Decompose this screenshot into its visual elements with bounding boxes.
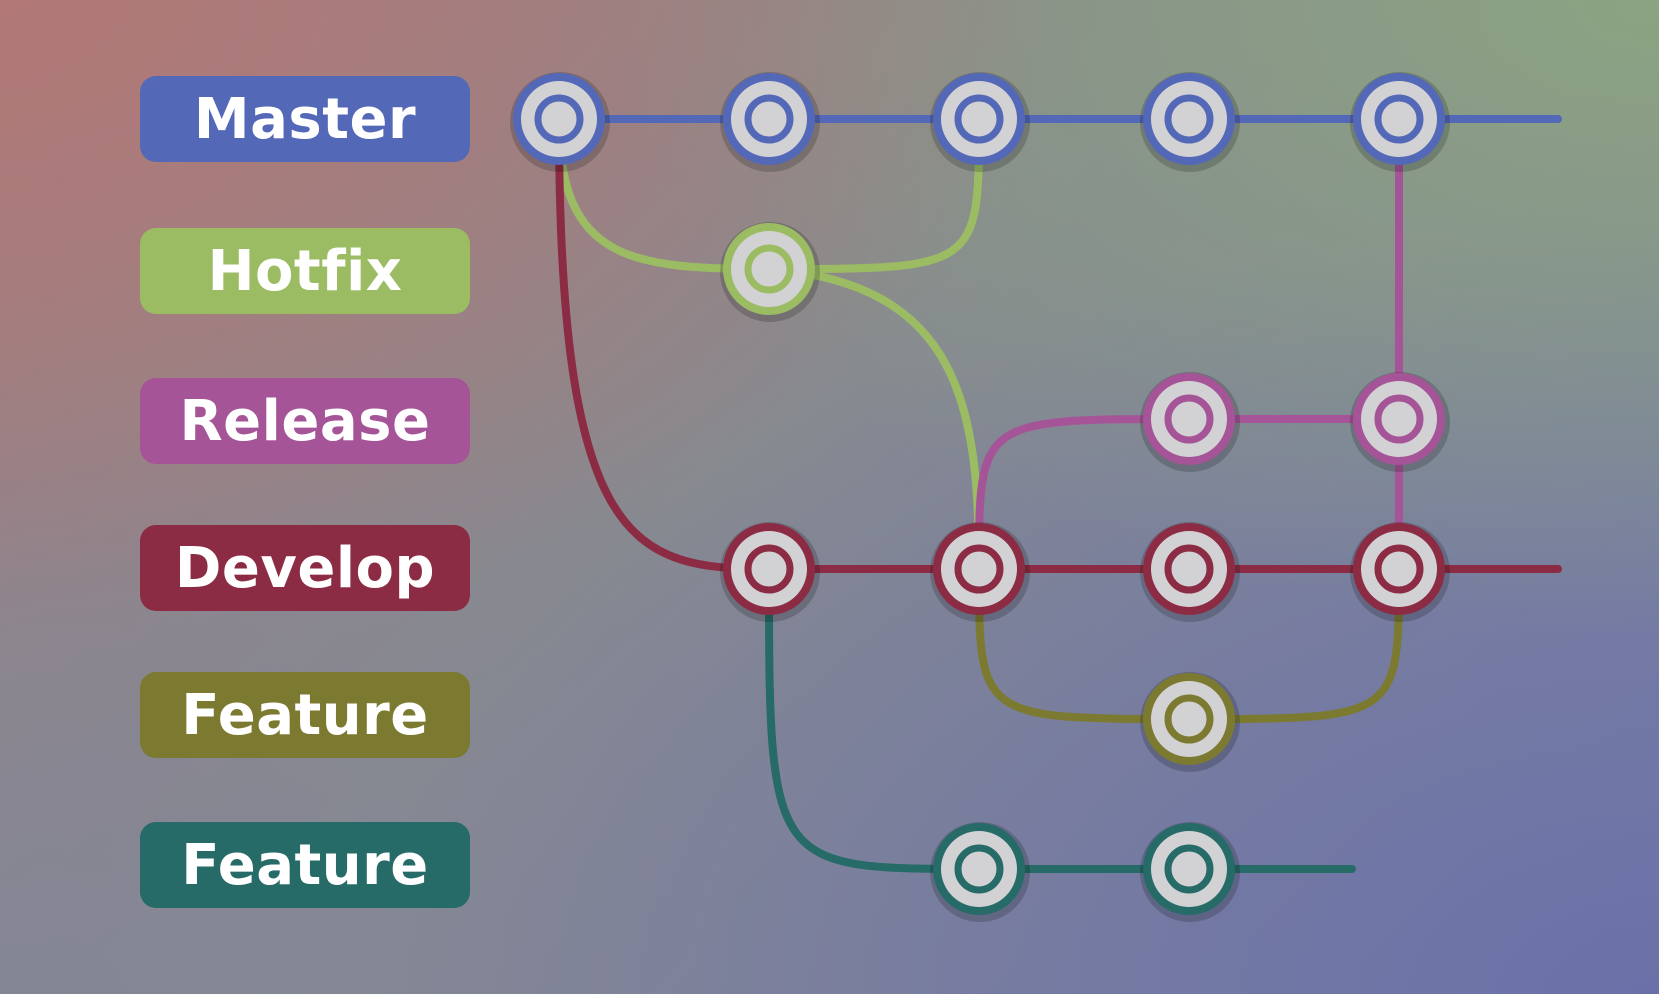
branch-line-layer bbox=[555, 115, 1562, 873]
label-hotfix: Hotfix bbox=[140, 228, 470, 314]
commit-disc bbox=[731, 81, 807, 157]
commit-disc bbox=[1151, 381, 1227, 457]
commit-node-g2 bbox=[1140, 822, 1240, 922]
commit-inner-ring bbox=[954, 844, 1004, 894]
commit-inner-ring bbox=[1374, 94, 1424, 144]
commit-inner-ring bbox=[1164, 94, 1214, 144]
commit-disc bbox=[1151, 681, 1227, 757]
label-master: Master bbox=[140, 76, 470, 162]
connection-d2-r1 bbox=[975, 415, 1193, 573]
commit-node-h1 bbox=[720, 222, 820, 322]
commit-node-d2 bbox=[930, 522, 1030, 622]
commit-inner-ring bbox=[1164, 694, 1214, 744]
commit-node-d3 bbox=[1140, 522, 1240, 622]
connection-h1-m3 bbox=[765, 115, 983, 273]
commit-disc bbox=[1361, 381, 1437, 457]
commit-disc bbox=[731, 231, 807, 307]
commit-disc bbox=[1361, 531, 1437, 607]
commit-node-m2 bbox=[720, 72, 820, 172]
connection-h1-d2 bbox=[765, 265, 983, 573]
commit-node-d4 bbox=[1350, 522, 1450, 622]
commit-node-r1 bbox=[1140, 372, 1240, 472]
commit-inner-ring bbox=[1164, 544, 1214, 594]
commit-node-f1 bbox=[1140, 672, 1240, 772]
connection-layer bbox=[555, 115, 1403, 873]
commit-inner-ring bbox=[1164, 394, 1214, 444]
commit-disc bbox=[1361, 81, 1437, 157]
label-release: Release bbox=[140, 378, 470, 464]
commit-disc bbox=[941, 831, 1017, 907]
commit-disc bbox=[941, 531, 1017, 607]
commit-layer bbox=[510, 72, 1450, 922]
commit-inner-ring bbox=[954, 544, 1004, 594]
commit-inner-ring bbox=[1374, 394, 1424, 444]
commit-inner-ring bbox=[744, 244, 794, 294]
commit-node-d1 bbox=[720, 522, 820, 622]
commit-inner-ring bbox=[1164, 844, 1214, 894]
commit-node-m5 bbox=[1350, 72, 1450, 172]
connection-d1-g1 bbox=[765, 565, 983, 873]
commit-inner-ring bbox=[744, 94, 794, 144]
commit-inner-ring bbox=[954, 94, 1004, 144]
label-develop: Develop bbox=[140, 525, 470, 611]
commit-inner-ring bbox=[534, 94, 584, 144]
commit-disc bbox=[1151, 831, 1227, 907]
commit-inner-ring bbox=[1374, 544, 1424, 594]
label-feature: Feature bbox=[140, 672, 470, 758]
connection-f1-d4 bbox=[1185, 565, 1403, 723]
commit-disc bbox=[731, 531, 807, 607]
commit-inner-ring bbox=[744, 544, 794, 594]
commit-node-m4 bbox=[1140, 72, 1240, 172]
commit-disc bbox=[521, 81, 597, 157]
commit-node-r2 bbox=[1350, 372, 1450, 472]
commit-disc bbox=[1151, 531, 1227, 607]
commit-node-m1 bbox=[510, 72, 610, 172]
connection-m1-d1 bbox=[555, 115, 773, 573]
commit-disc bbox=[1151, 81, 1227, 157]
commit-disc bbox=[941, 81, 1017, 157]
commit-node-g1 bbox=[930, 822, 1030, 922]
commit-node-m3 bbox=[930, 72, 1030, 172]
label-feature-2: Feature bbox=[140, 822, 470, 908]
connection-d2-f1 bbox=[975, 565, 1193, 723]
